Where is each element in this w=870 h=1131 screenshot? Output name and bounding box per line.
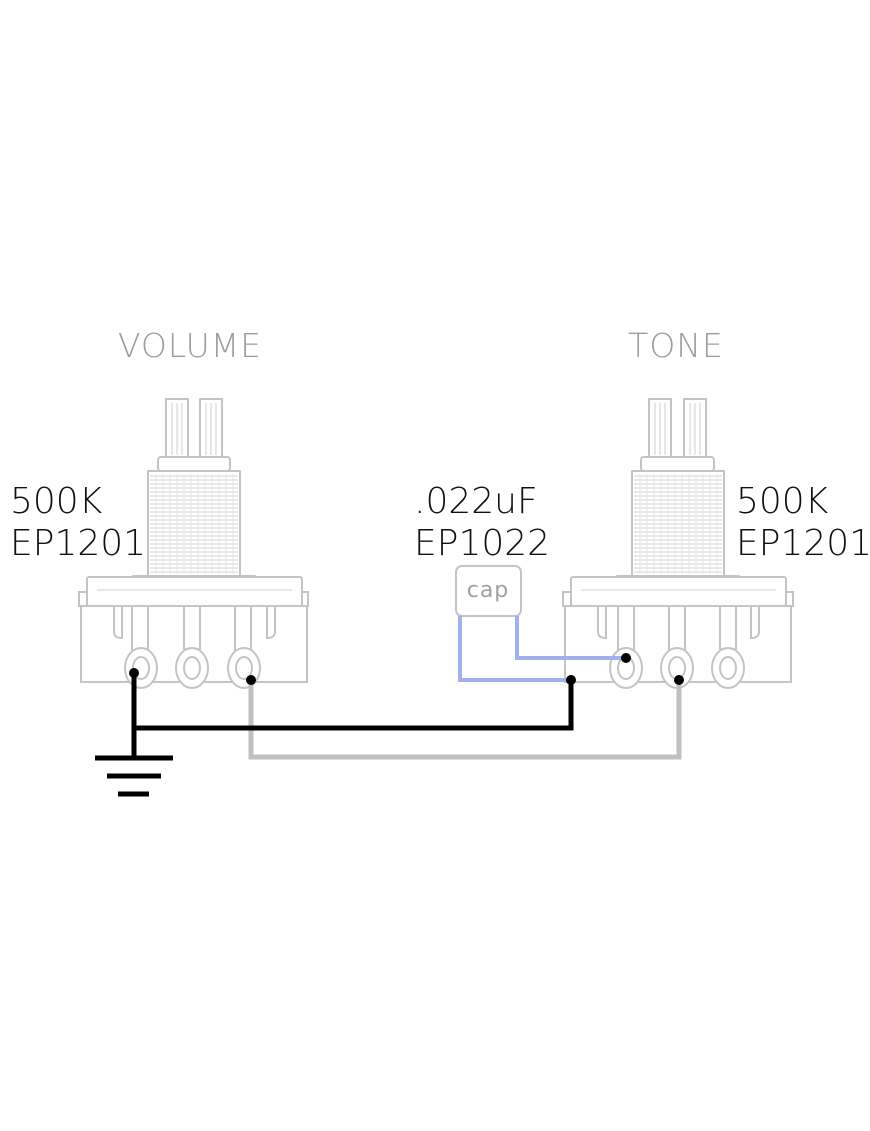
tone-pot-shaft (640, 398, 715, 472)
volume-pot-part-label: EP1201 (10, 523, 146, 564)
ground-symbol-icon (95, 755, 173, 797)
capacitor: cap (455, 565, 522, 617)
volume-pot-lug-3 (227, 605, 261, 689)
tone-pot-flange (570, 576, 787, 607)
solder-dot-volume-lug-3 (246, 675, 256, 685)
solder-dot-cap-junction (566, 675, 576, 685)
capacitor-body (455, 565, 522, 617)
volume-pot-lug-2 (175, 605, 209, 689)
volume-pot-value-label: 500K (10, 481, 103, 522)
solder-dot-tone-lug-2 (674, 675, 684, 685)
tone-pot-title: TONE (628, 326, 724, 365)
tone-pot-lug-3 (711, 605, 745, 689)
ground-bus-wire (134, 679, 574, 731)
cap-lead-left-wire (458, 616, 571, 682)
solder-dot-tone-lug-1 (621, 653, 631, 663)
capacitor-part-label: EP1022 (414, 523, 550, 564)
signal-wire (248, 680, 682, 760)
volume-pot-flange (86, 576, 303, 607)
volume-pot-lug-1 (124, 605, 158, 689)
tone-pot (562, 398, 794, 689)
tone-pot-value-label: 500K (736, 481, 829, 522)
volume-pot-bushing (147, 470, 241, 577)
volume-pot-tab-left (78, 591, 88, 607)
capacitor-body-label: cap (467, 578, 510, 603)
tone-pot-tab-left (562, 591, 572, 607)
capacitor-value-label: .022uF (414, 481, 538, 522)
tone-pot-part-label: EP1201 (736, 523, 870, 564)
volume-pot-shaft (157, 398, 231, 472)
volume-pot-title: VOLUME (118, 326, 262, 365)
solder-dot-volume-lug-1 (129, 668, 139, 678)
tone-pot-bushing (631, 470, 725, 577)
volume-pot (78, 398, 309, 689)
cap-lead-right-wire (515, 616, 626, 660)
